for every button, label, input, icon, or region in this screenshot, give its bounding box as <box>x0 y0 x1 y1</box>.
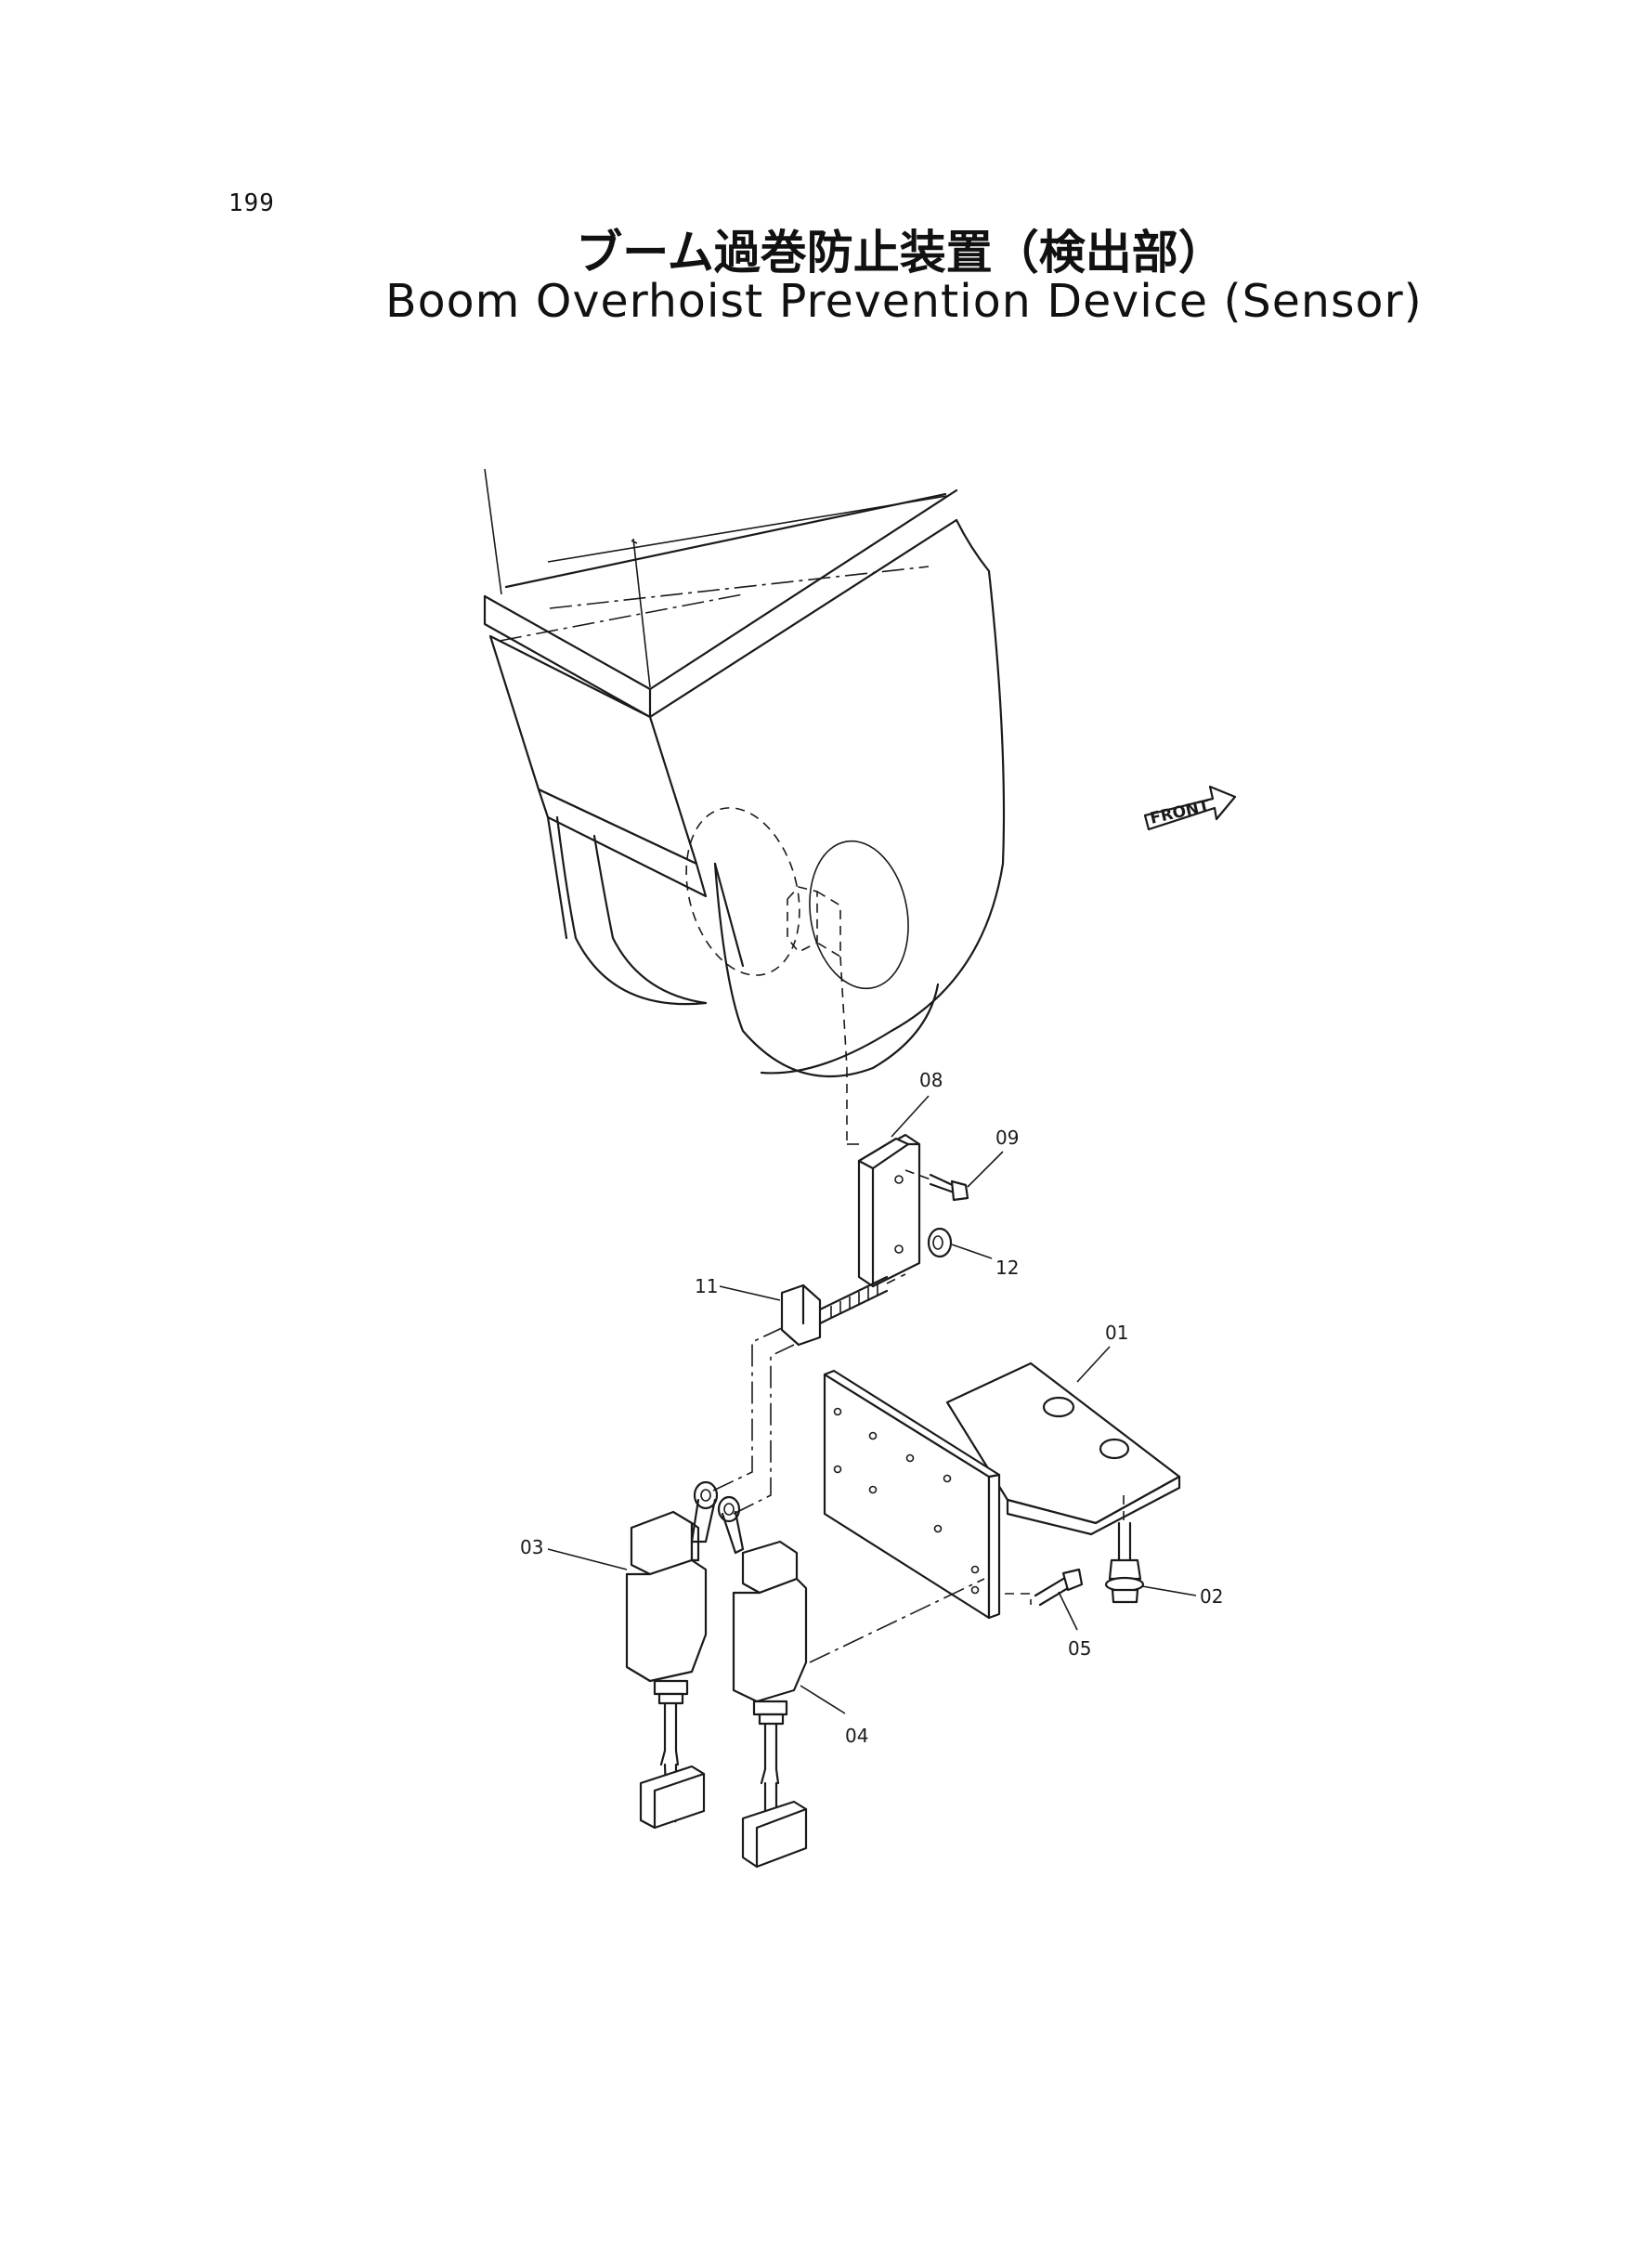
part-12-nut <box>927 1227 953 1258</box>
part-09-bolt <box>904 1169 969 1202</box>
callout-08: 08 <box>919 1069 943 1091</box>
part-03-limit-switch <box>625 1480 719 1830</box>
callout-12: 12 <box>995 1257 1019 1279</box>
part-11-adjust-bolt <box>780 1273 906 1347</box>
callout-05: 05 <box>1068 1637 1091 1660</box>
front-direction-label: FRONT <box>1149 797 1212 828</box>
callout-leaders <box>547 1095 1197 1714</box>
callout-01: 01 <box>1105 1322 1128 1344</box>
callout-02: 02 <box>1200 1585 1223 1608</box>
callout-03: 03 <box>520 1536 543 1558</box>
page-title-english: Boom Overhoist Prevention Device (Sensor… <box>385 275 1423 328</box>
part-02-bolt-washer <box>1104 1495 1145 1604</box>
boom-structure <box>483 468 1006 1078</box>
part-01-mounting-plate <box>823 1362 1181 1620</box>
callout-09: 09 <box>995 1127 1019 1149</box>
part-08-bracket <box>846 1068 921 1288</box>
part-05-screw <box>1005 1568 1084 1607</box>
part-04-limit-switch <box>717 1495 808 1869</box>
callout-04: 04 <box>845 1725 868 1747</box>
front-direction-arrow-icon: FRONT <box>1143 785 1237 831</box>
callout-11: 11 <box>695 1275 718 1297</box>
page-number: 199 <box>228 189 275 217</box>
page-title-japanese: ブーム過巻防止装置（検出部） <box>576 226 1225 280</box>
